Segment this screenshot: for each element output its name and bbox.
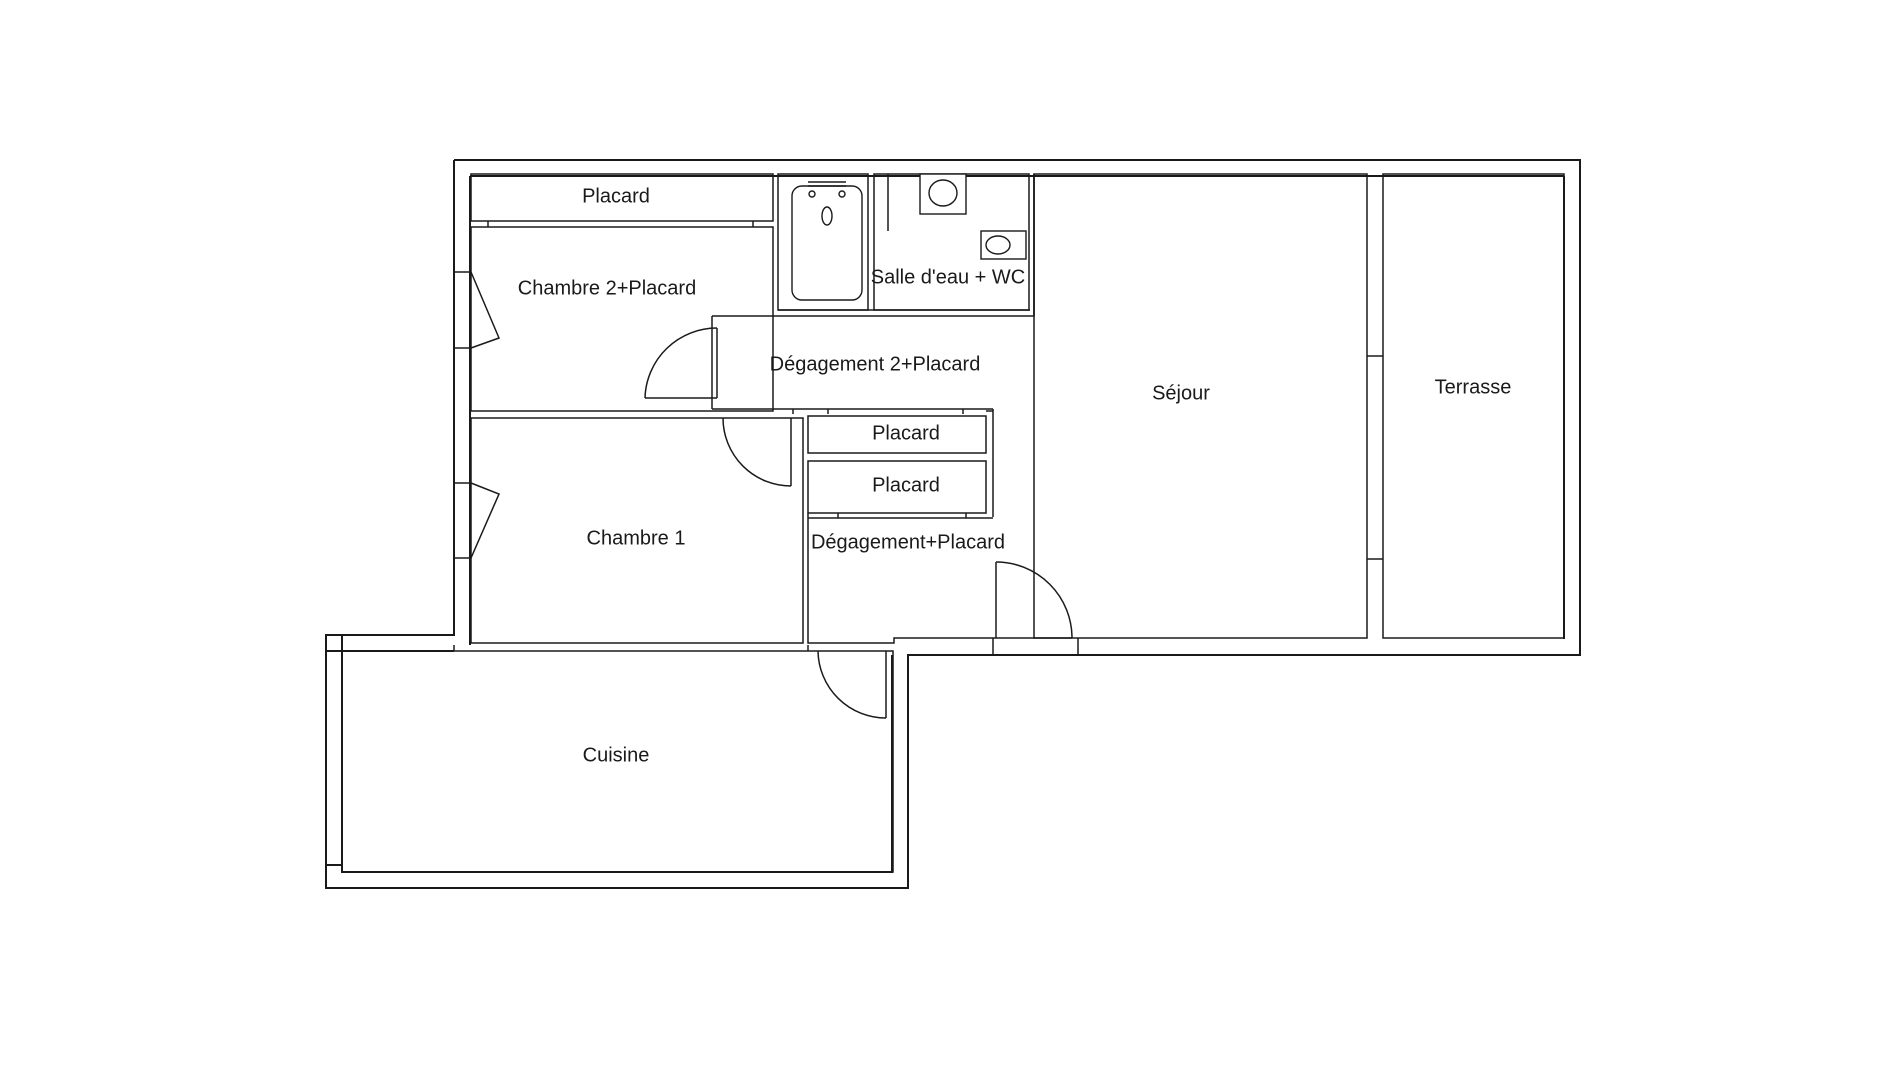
door-chambre-1 [722,417,792,487]
label-placard-mid-2: Placard [872,474,940,496]
room-cuisine: Cuisine [341,645,894,873]
bathtub-icon [791,185,863,301]
label-cuisine: Cuisine [583,744,650,766]
room-placard-top: Placard [470,173,774,227]
sink-icon [919,173,967,215]
room-terrasse: Terrasse [1367,173,1565,639]
door-sejour [995,561,1073,639]
label-degagement-2: Dégagement 2+Placard [770,353,981,375]
label-placard-mid-1: Placard [872,422,940,444]
label-sejour: Séjour [1152,382,1210,404]
label-chambre-1: Chambre 1 [587,527,686,549]
room-degagement: Dégagement+Placard [807,513,1072,644]
room-degagement-2: Dégagement 2+Placard [711,174,1035,414]
label-placard-top: Placard [582,185,650,207]
room-placards-mid: Placard Placard [807,409,994,519]
door-chambre-2 [644,327,718,399]
room-chambre-2: Chambre 2+Placard [454,226,774,412]
room-salle-eau: Salle d'eau + WC [777,173,1030,311]
door-cuisine [817,650,887,719]
label-degagement: Dégagement+Placard [811,531,1005,553]
label-chambre-2: Chambre 2+Placard [518,277,696,299]
label-terrasse: Terrasse [1435,376,1512,398]
label-salle-eau: Salle d'eau + WC [871,266,1025,288]
room-sejour: Séjour [992,173,1368,655]
room-chambre-1: Chambre 1 [454,417,804,644]
